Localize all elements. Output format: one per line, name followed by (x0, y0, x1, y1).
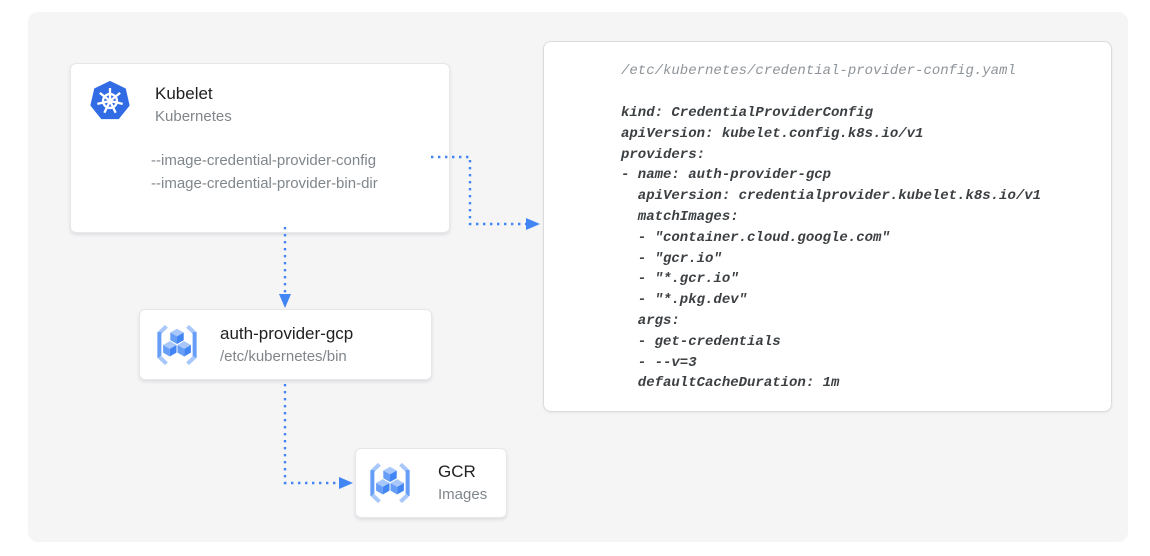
auth-provider-gcp-path: /etc/kubernetes/bin (220, 348, 347, 365)
kubelet-flag-provider-bin-dir: --image-credential-provider-bin-dir (151, 175, 378, 192)
kubelet-title: Kubelet (155, 84, 213, 103)
kubelet-flags: --image-credential-provider-config --ima… (151, 149, 378, 195)
config-yaml-code: kind: CredentialProviderConfig apiVersio… (621, 105, 1042, 392)
gcr-subtitle: Images (438, 486, 488, 503)
auth-provider-gcp-title: auth-provider-gcp (220, 324, 354, 343)
auth-provider-gcp-node: auth-provider-gcp /etc/kubernetes/bin (139, 309, 432, 380)
kubernetes-helm-icon (90, 80, 130, 120)
gcr-node: GCR Images (355, 448, 507, 518)
config-file-panel: /etc/kubernetes/credential-provider-conf… (543, 41, 1112, 412)
kubelet-subtitle: Kubernetes (155, 108, 232, 125)
config-file-name: /etc/kubernetes/credential-provider-conf… (621, 63, 1016, 79)
container-registry-icon (157, 324, 197, 366)
gcr-title: GCR (438, 462, 476, 481)
kubelet-node: Kubelet Kubernetes --image-credential-pr… (70, 63, 450, 233)
container-registry-icon (370, 462, 410, 504)
kubelet-flag-provider-config: --image-credential-provider-config (151, 152, 377, 169)
